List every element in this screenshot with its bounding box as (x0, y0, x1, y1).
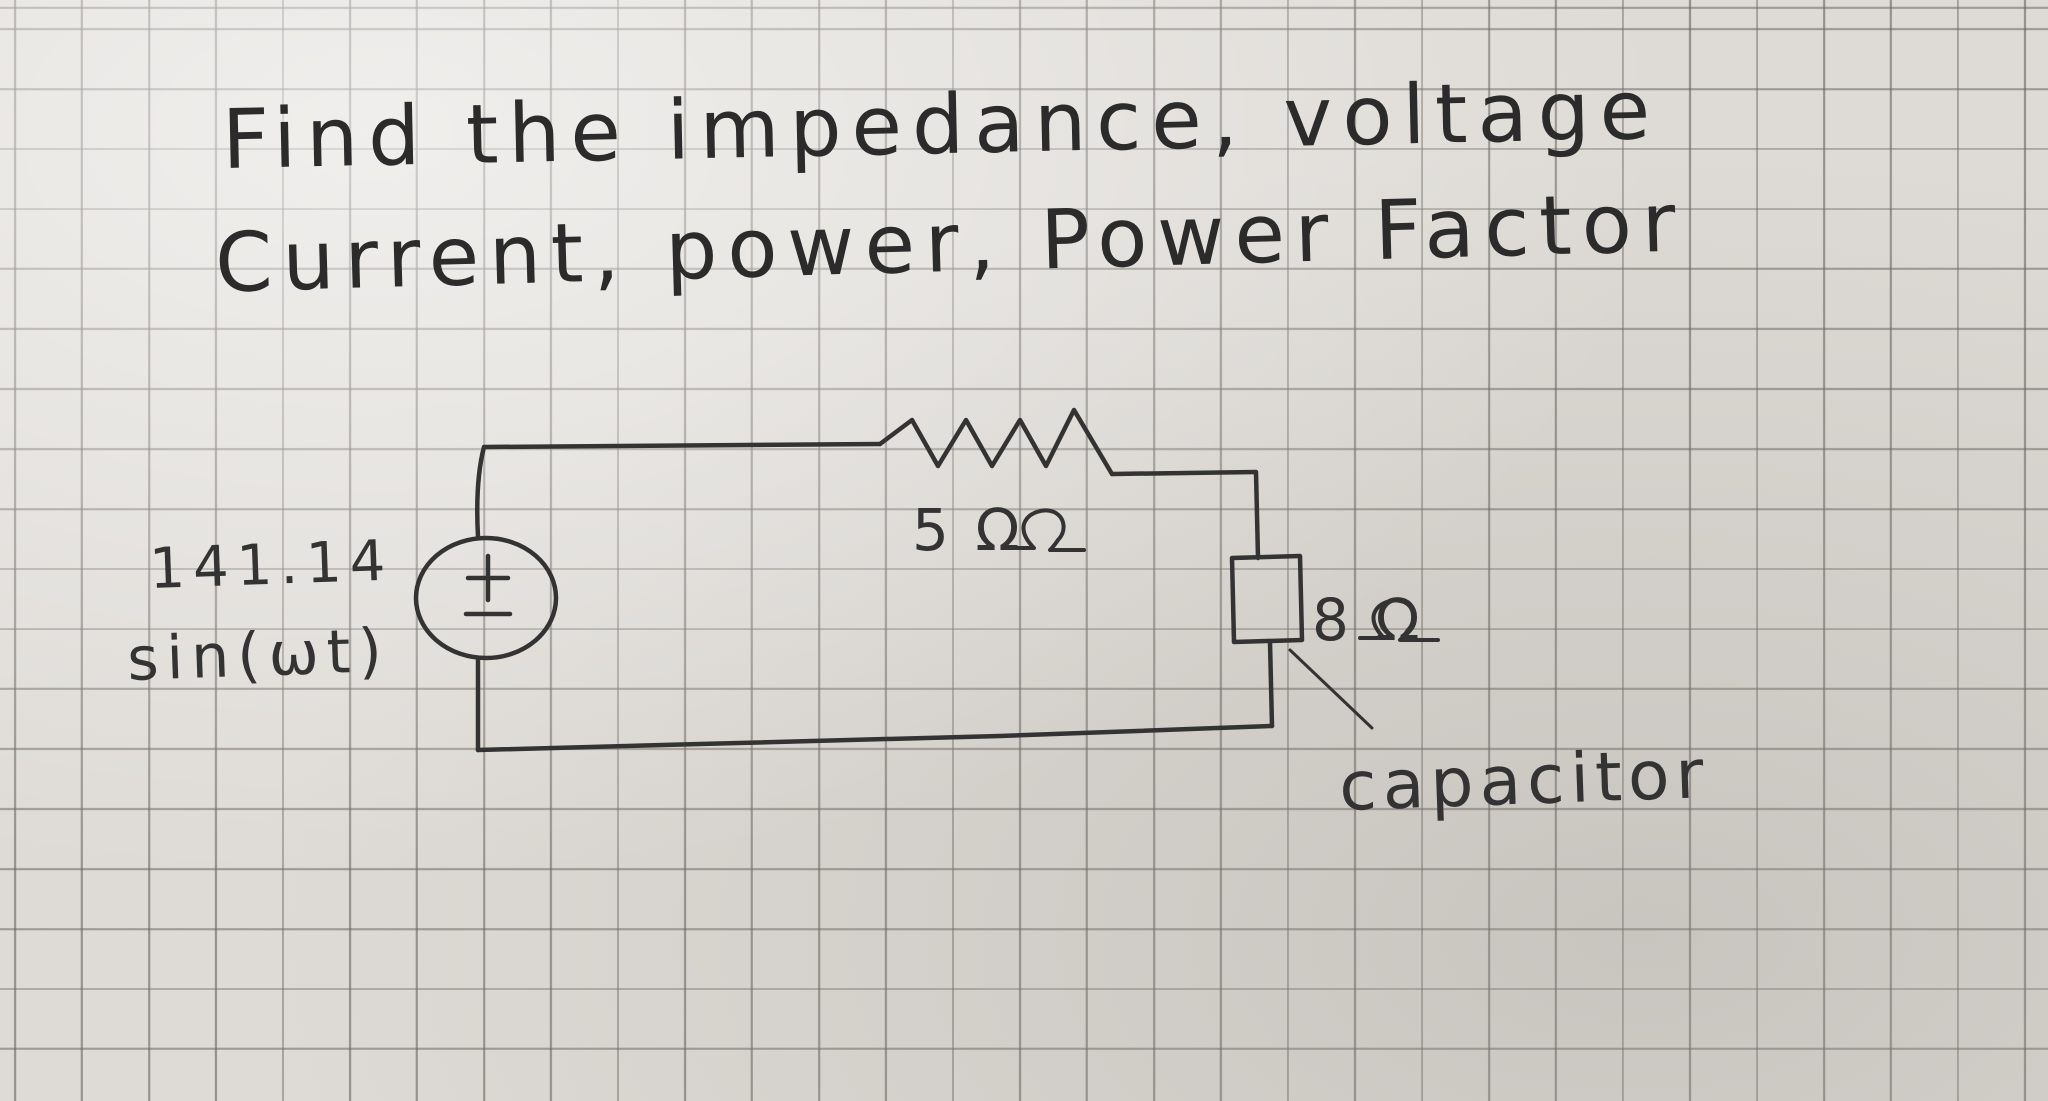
wire-right-lower (1267, 639, 1275, 729)
capacitor-pointer-line (1288, 648, 1374, 730)
voltage-source-circle (413, 535, 559, 661)
capacitor-box (1229, 553, 1305, 645)
source-amplitude-label: 141.14 (148, 529, 394, 602)
resistor-ohm-symbol (1008, 508, 1086, 552)
resistor-value-label: 5 Ω (912, 496, 1024, 564)
wire-top-right (1109, 469, 1261, 561)
resistor-zigzag (877, 407, 1115, 477)
wire-bottom (475, 723, 1275, 753)
capacitor-value-label: 8 Ω (1312, 586, 1424, 654)
capacitor-ohm-symbol (1358, 598, 1440, 642)
source-plus-mark (465, 553, 511, 603)
source-function-label: sin(ωt) (126, 616, 391, 695)
capacitor-name-label: capacitor (1338, 735, 1711, 827)
wire-top-left (475, 441, 883, 540)
